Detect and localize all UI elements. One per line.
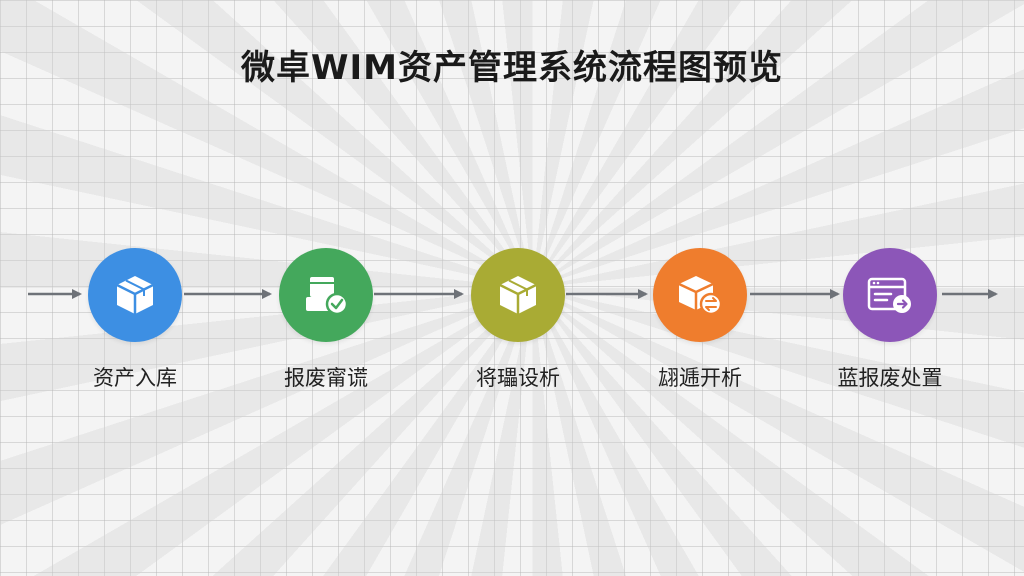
box-icon (499, 276, 537, 314)
step-label: 将瓃设析 (476, 366, 560, 390)
step-label: 翃逓开析 (658, 366, 742, 390)
step-circle (843, 248, 937, 342)
step-circle (279, 248, 373, 342)
dashboard-arrow-icon (867, 277, 911, 313)
step-scrap-disposal[interactable]: 蓝报废处置 (820, 248, 960, 392)
flow-arrows (28, 289, 998, 299)
step-circle (471, 248, 565, 342)
step-circle (653, 248, 747, 342)
step-four[interactable]: 翃逓开析 (630, 248, 770, 392)
box-transfer-icon (678, 276, 723, 316)
box-check-icon (306, 277, 349, 316)
step-label: 报废甯谎 (284, 366, 368, 390)
box-icon (116, 276, 154, 314)
step-asset-inbound[interactable]: 资产入库 (65, 248, 205, 392)
page-title: 微卓WIM资产管理系统流程图预览 (241, 48, 783, 88)
step-three[interactable]: 将瓃设析 (448, 248, 588, 392)
step-scrap-request[interactable]: 报废甯谎 (256, 248, 396, 392)
step-label: 资产入库 (93, 366, 177, 390)
process-flow: 资产入库 报废甯谎 将瓃设析 (0, 248, 1024, 390)
step-circle (88, 248, 182, 342)
step-label: 蓝报废处置 (837, 366, 943, 390)
